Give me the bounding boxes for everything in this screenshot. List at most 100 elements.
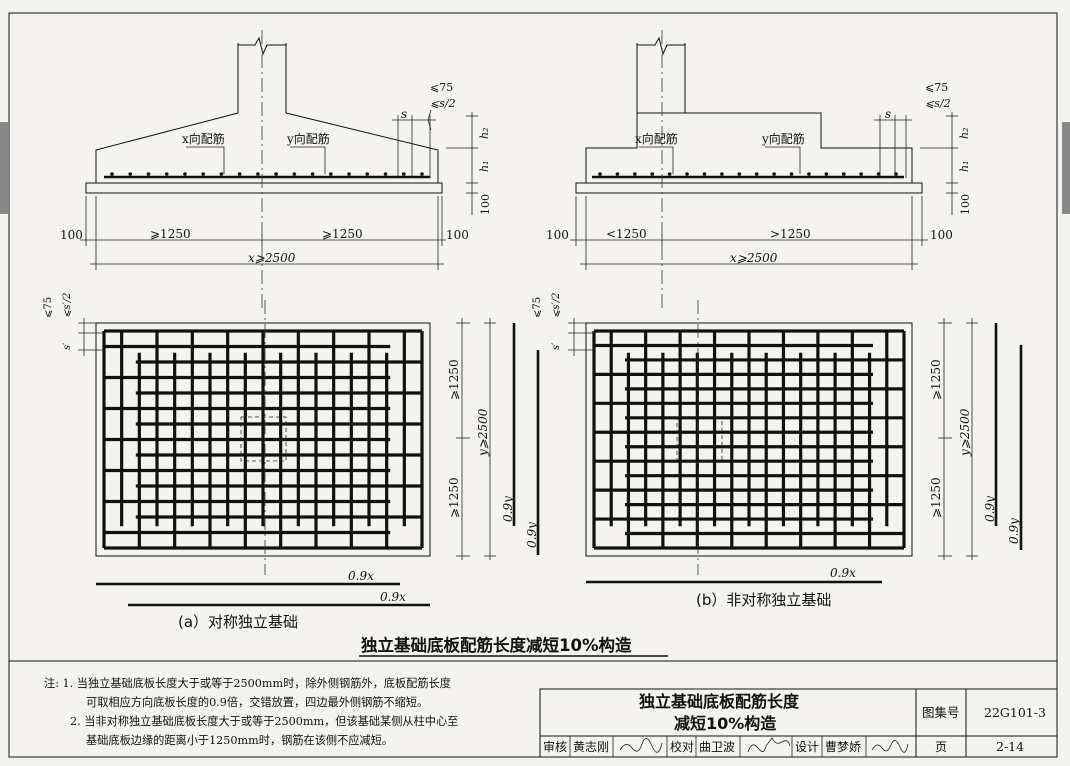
rebar-section-dot <box>633 172 637 176</box>
rebar-section-dot <box>772 172 776 176</box>
plan-s-half-label: ⩽s′/2 <box>551 292 562 318</box>
s-half-label: ⩽s/2 <box>430 97 456 110</box>
h1-label: h₁ <box>958 161 971 173</box>
rebar-section-dot <box>237 172 242 176</box>
left-half-label: <1250 <box>606 227 647 241</box>
rebar-section-dot <box>292 172 297 176</box>
rebar-section-dot <box>347 172 351 176</box>
cushion-100-label: 100 <box>479 194 492 215</box>
rebar-section-dot <box>420 172 424 176</box>
len-09y-a: 0.9y <box>983 496 997 522</box>
panel-b-elevation: x向配筋 y向配筋 s ⩽75 ⩽s/2 h₂ h₁ 100 100 100 <… <box>546 30 972 308</box>
s-label: s <box>401 107 407 121</box>
plan-top-half-label: ⩾1250 <box>447 359 461 400</box>
rebar-section-dot <box>383 172 388 176</box>
plan-max-75-label: ⩽75 <box>43 297 54 318</box>
rebar-section-dot <box>841 172 846 176</box>
rebar-section-dot <box>685 172 689 176</box>
page-no: 2-14 <box>996 739 1024 754</box>
notes-prefix: 注: <box>44 677 59 690</box>
title-line-1: 独立基础底板配筋长度 <box>639 692 800 711</box>
note-2-line-1: 2. 当非对称独立基础底板长度大于或等于2500mm，但该基础某侧从柱中心至 <box>70 715 459 728</box>
rebar-section-dot <box>201 172 205 176</box>
plan-bottom-half-label: ⩾1250 <box>447 477 461 518</box>
plan-bottom-half-label: ⩾1250 <box>929 477 943 518</box>
note-1-line-1: 1. 当独立基础底板长度大于或等于2500mm时，除外侧钢筋外，底板配筋长度 <box>62 677 451 690</box>
rebar-section-dot <box>219 172 224 176</box>
max-75-label: ⩽75 <box>430 81 453 94</box>
rebar-section-dot <box>667 172 672 176</box>
rebar-section-dot <box>859 172 863 176</box>
rebar-section-dot <box>737 172 742 176</box>
x-rebar-label: x向配筋 <box>182 131 225 146</box>
review-label: 审核 <box>543 739 567 754</box>
right-100-label: 100 <box>446 228 469 242</box>
note-2-line-2: 基础底板边缘的距离小于1250mm时，钢筋在该侧不应减短。 <box>86 734 394 747</box>
binding-tab <box>0 122 8 214</box>
right-half-label: ⩾1250 <box>322 227 363 241</box>
main-title: 独立基础底板配筋长度减短10%构造 <box>361 635 632 655</box>
total-x-label: x⩾2500 <box>248 251 296 265</box>
rebar-section-dot <box>824 172 829 176</box>
designer-name: 曹梦娇 <box>825 740 861 754</box>
left-100-label: 100 <box>60 228 83 242</box>
checker-name: 曲卫波 <box>699 740 735 754</box>
sheet-frame <box>8 12 1058 758</box>
h1-label: h₁ <box>478 161 491 173</box>
plan-total-y-label: y⩾2500 <box>476 408 490 457</box>
atlas-label: 图集号 <box>922 705 960 720</box>
page-label: 页 <box>935 740 947 754</box>
note-1-line-2: 可取相应方向底板长度的0.9倍，交错放置，四边最外侧钢筋不缩短。 <box>86 696 429 709</box>
x-rebar-label: x向配筋 <box>635 131 678 146</box>
atlas-no: 22G101-3 <box>984 705 1046 720</box>
rebar-section-dot <box>256 172 260 176</box>
len-09y-a: 0.9y <box>501 496 515 522</box>
rebar-section-dot <box>274 172 278 176</box>
reviewer-name: 黄志刚 <box>573 740 609 754</box>
panel-b-plan: ⩽75 ⩽s′/2 s′ ⩾1250 ⩾1250 y⩾2500 0.9y 0.9… <box>532 292 1023 609</box>
title-block: 独立基础底板配筋长度 减短10%构造 图集号 22G101-3 审核 黄志刚 校… <box>539 688 1058 758</box>
rebar-section-dot <box>650 172 655 176</box>
design-label: 设计 <box>795 740 819 754</box>
left-half-label: ⩾1250 <box>150 227 191 241</box>
len-09y-b: 0.9y <box>525 522 539 548</box>
rebar-section-dot <box>807 172 811 176</box>
rebar-section-dot <box>702 172 707 176</box>
notes-block: 注: 1. 当独立基础底板长度大于或等于2500mm时，除外侧钢筋外，底板配筋长… <box>44 674 534 750</box>
rebar-section-dot <box>329 172 333 176</box>
rebar-section-dot <box>598 172 602 176</box>
s-label: s <box>885 107 891 121</box>
cushion-100-label: 100 <box>959 194 972 215</box>
plan-s-label: s′ <box>62 342 73 350</box>
rebar-section-dot <box>876 172 881 176</box>
len-09y-b: 0.9y <box>1007 518 1021 544</box>
len-09x-a: 0.9x <box>348 569 374 583</box>
h2-label: h₂ <box>958 128 971 140</box>
panel-a-elevation: x向配筋 y向配筋 s ⩽75 ⩽s/2 h₂ h₁ 100 100 100 ⩾ <box>60 30 492 308</box>
len-09x-b: 0.9x <box>380 590 406 604</box>
check-label: 校对 <box>670 739 694 754</box>
rebar-section-dot <box>754 172 759 176</box>
rebar-section-dot <box>720 172 724 176</box>
len-09x-a: 0.9x <box>830 566 856 580</box>
checker-signature <box>747 737 791 753</box>
panel-b-caption: (b）非对称独立基础 <box>696 591 831 609</box>
rebar-section-dot <box>310 172 315 176</box>
plan-s-half-label: ⩽s′/2 <box>62 292 73 318</box>
rebar-section-dot <box>164 172 169 176</box>
rebar-section-dot <box>365 172 370 176</box>
rebar-section-dot <box>128 172 133 176</box>
right-half-label: >1250 <box>770 227 811 241</box>
plan-s-label: s′ <box>551 342 562 350</box>
panel-a-plan: ⩽75 ⩽s′/2 s′ ⩾1250 ⩾1250 y⩾2500 0.9y 0.9… <box>43 292 540 631</box>
title-line-2: 减短10%构造 <box>674 714 777 733</box>
binding-tab <box>1062 122 1070 214</box>
y-rebar-label: y向配筋 <box>286 131 330 146</box>
designer-signature <box>871 740 909 753</box>
plan-top-half-label: ⩾1250 <box>929 359 943 400</box>
rebar-section-dot <box>401 172 406 176</box>
s-half-label: ⩽s/2 <box>925 97 951 110</box>
plan-max-75-label: ⩽75 <box>532 297 543 318</box>
rebar-section-dot <box>615 172 620 176</box>
